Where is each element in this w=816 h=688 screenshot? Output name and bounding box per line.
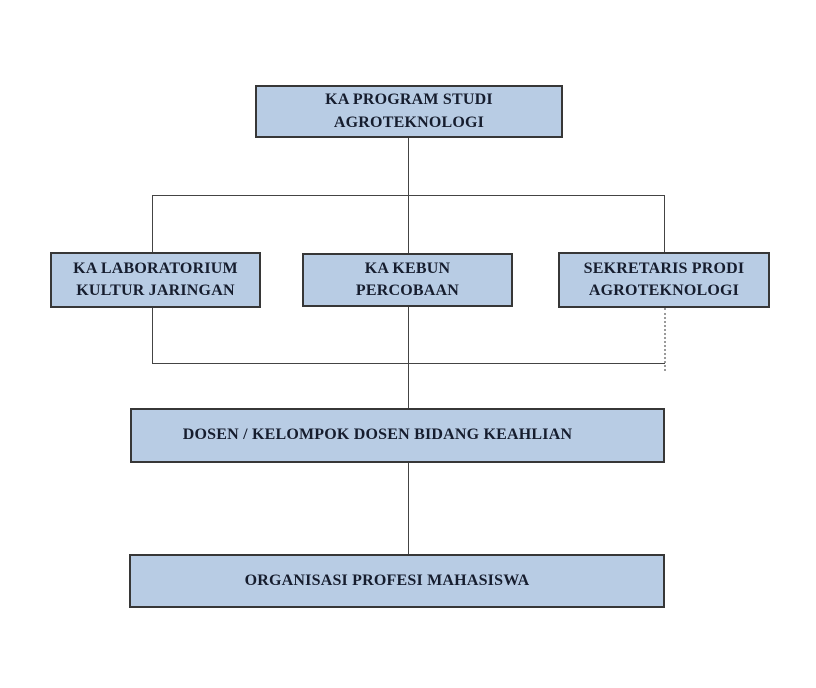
connector-left-lower-drop xyxy=(152,308,153,364)
node-ka-program-studi: KA PROGRAM STUDI AGROTEKNOLOGI xyxy=(255,85,563,138)
connector-middle-drop xyxy=(408,196,409,253)
node-dosen-kelompok-label: DOSEN / KELOMPOK DOSEN BIDANG KEAHLIAN xyxy=(182,426,573,444)
node-sekretaris-prodi-line2: AGROTEKNOLOGI xyxy=(588,282,740,299)
node-ka-kebun-percobaan-line2: PERCOBAAN xyxy=(355,282,460,299)
node-ka-program-studi-line2: AGROTEKNOLOGI xyxy=(333,113,485,131)
node-ka-program-studi-line1: KA PROGRAM STUDI xyxy=(325,91,493,109)
node-sekretaris-prodi-line1: SEKRETARIS PRODI xyxy=(583,259,745,277)
node-ka-kebun-percobaan: KA KEBUN PERCOBAAN xyxy=(302,253,513,307)
node-dosen-kelompok: DOSEN / KELOMPOK DOSEN BIDANG KEAHLIAN xyxy=(130,408,665,463)
connector-left-drop xyxy=(152,196,153,252)
connector-bottom-vertical xyxy=(408,463,409,554)
connector-right-drop xyxy=(664,196,665,252)
node-ka-laboratorium-line1: KA LABORATORIUM xyxy=(73,259,238,277)
node-organisasi-profesi: ORGANISASI PROFESI MAHASISWA xyxy=(129,554,665,608)
node-sekretaris-prodi: SEKRETARIS PRODI AGROTEKNOLOGI xyxy=(558,252,770,308)
connector-upper-horizontal xyxy=(152,195,665,196)
connector-right-dotted-drop xyxy=(664,308,666,371)
node-organisasi-profesi-label: ORGANISASI PROFESI MAHASISWA xyxy=(244,571,530,589)
node-ka-kebun-percobaan-line1: KA KEBUN xyxy=(364,259,451,277)
connector-lower-horizontal xyxy=(152,363,665,364)
connector-middle-lower-drop xyxy=(408,307,409,408)
node-ka-laboratorium-line2: KULTUR JARINGAN xyxy=(76,282,235,299)
connector-top-vertical xyxy=(408,138,409,196)
node-ka-laboratorium: KA LABORATORIUM KULTUR JARINGAN xyxy=(50,252,261,308)
